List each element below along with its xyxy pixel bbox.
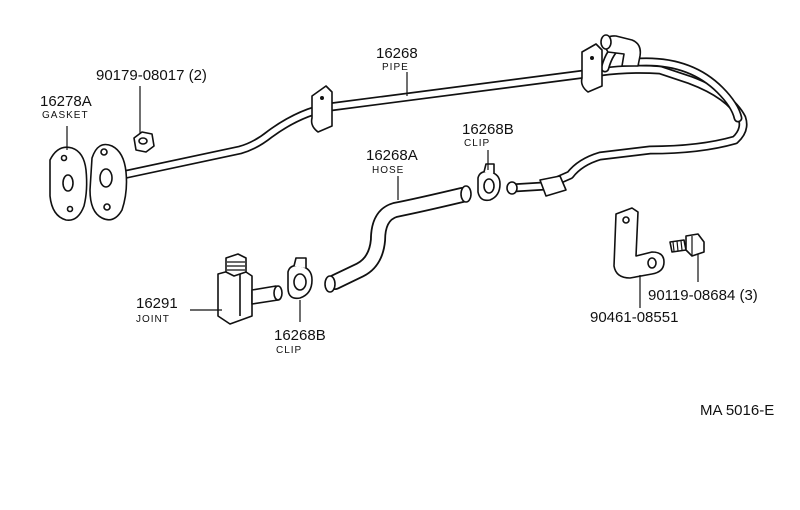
clip-lower-part-number: 16268B	[274, 327, 326, 344]
pipe-bracket-left	[310, 85, 333, 133]
gasket-name: GASKET	[42, 110, 89, 121]
nut	[133, 131, 155, 153]
joint-name: JOINT	[136, 314, 170, 325]
gasket-part-number: 16278A	[40, 93, 92, 110]
clip-upper-part-number: 16268B	[462, 121, 514, 138]
pipe	[113, 40, 748, 193]
bolt	[669, 233, 705, 257]
pipe-name: PIPE	[382, 62, 409, 73]
bracket	[613, 207, 665, 279]
nut-part-number: 90179-08017 (2)	[96, 67, 207, 84]
clip-lower	[287, 257, 313, 300]
pipe-end-connector	[506, 175, 567, 197]
hose-part-number: 16268A	[366, 147, 418, 164]
bolt-part-number: 90119-08684 (3)	[648, 287, 758, 304]
clip-lower-name: CLIP	[276, 345, 302, 356]
pipe-bracket-right	[580, 43, 603, 93]
clip-upper	[477, 163, 501, 202]
bracket-part-number: 90461-08551	[590, 309, 678, 326]
pipe-flange	[89, 143, 128, 221]
pipe-part-number: 16268	[376, 45, 418, 62]
hose-name: HOSE	[372, 165, 404, 176]
clip-upper-name: CLIP	[464, 138, 490, 149]
joint	[217, 253, 283, 325]
labels: 16268 PIPE 90179-08017 (2) 16278A GASKET…	[40, 45, 774, 419]
diagram-code: MA 5016-E	[700, 402, 774, 419]
hose	[324, 185, 472, 293]
leader-lines	[66, 72, 699, 322]
pipe-elbow-fitting	[600, 34, 642, 67]
gasket	[49, 146, 88, 222]
joint-part-number: 16291	[136, 295, 178, 312]
